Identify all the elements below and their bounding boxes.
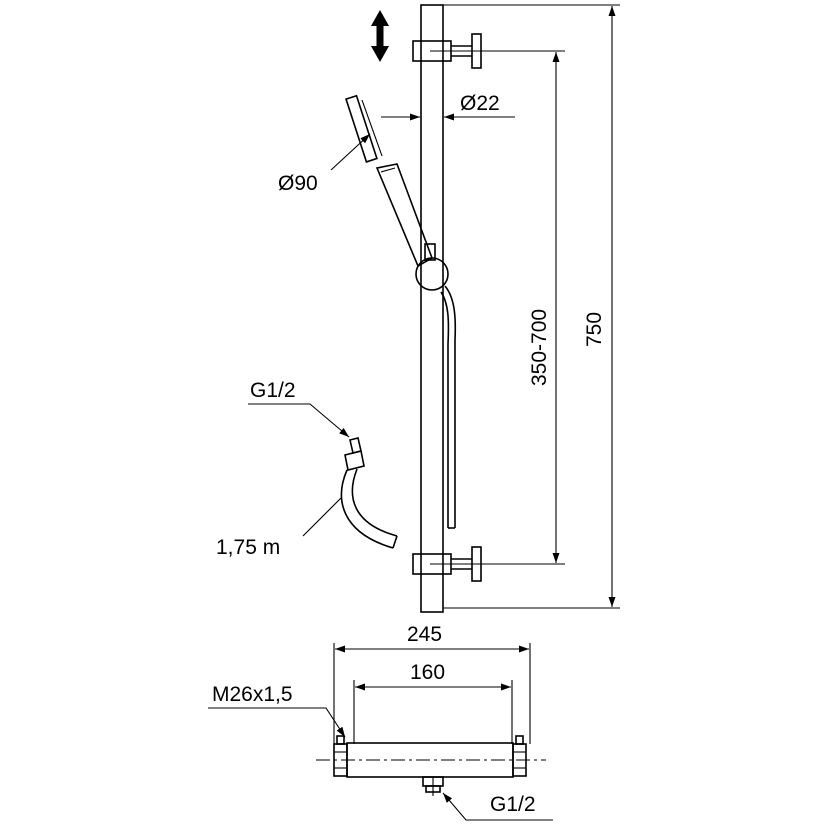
hose-connection-callout: G1/2 bbox=[248, 379, 350, 438]
handshower-diameter-dimension: Ø90 bbox=[278, 133, 371, 195]
loose-hose bbox=[340, 437, 398, 549]
valve-centers-label: 160 bbox=[410, 661, 445, 684]
shower-rail bbox=[420, 4, 444, 613]
shower-hose bbox=[440, 285, 457, 529]
hose-connection-label: G1/2 bbox=[250, 379, 296, 402]
thermostatic-valve bbox=[316, 735, 546, 796]
top-wall-bracket bbox=[412, 33, 565, 69]
adjustable-spacing-label: 350-700 bbox=[528, 309, 551, 386]
rail-diameter-label: Ø22 bbox=[460, 92, 500, 115]
valve-thread-callout: M26x1,5 bbox=[208, 683, 346, 738]
total-height-dimension: 750 bbox=[443, 4, 620, 609]
valve-width-label: 245 bbox=[407, 623, 442, 646]
valve-outlet-label: G1/2 bbox=[490, 793, 536, 816]
valve-width-dimension: 245 bbox=[333, 623, 531, 744]
slider-holder bbox=[415, 243, 449, 291]
bottom-wall-bracket bbox=[412, 546, 565, 582]
total-height-label: 750 bbox=[583, 312, 606, 347]
valve-thread-label: M26x1,5 bbox=[212, 683, 293, 706]
hand-shower bbox=[345, 94, 433, 268]
handshower-diameter-label: Ø90 bbox=[278, 172, 318, 195]
hose-length-callout: 1,75 m bbox=[216, 497, 342, 559]
valve-centers-dimension: 160 bbox=[353, 661, 513, 744]
height-adjust-arrow-icon bbox=[371, 10, 389, 62]
rail-diameter-dimension: Ø22 bbox=[381, 92, 515, 121]
valve-outlet-callout: G1/2 bbox=[442, 792, 553, 821]
adjustable-spacing-dimension: 350-700 bbox=[528, 52, 560, 563]
hose-length-label: 1,75 m bbox=[216, 536, 280, 559]
